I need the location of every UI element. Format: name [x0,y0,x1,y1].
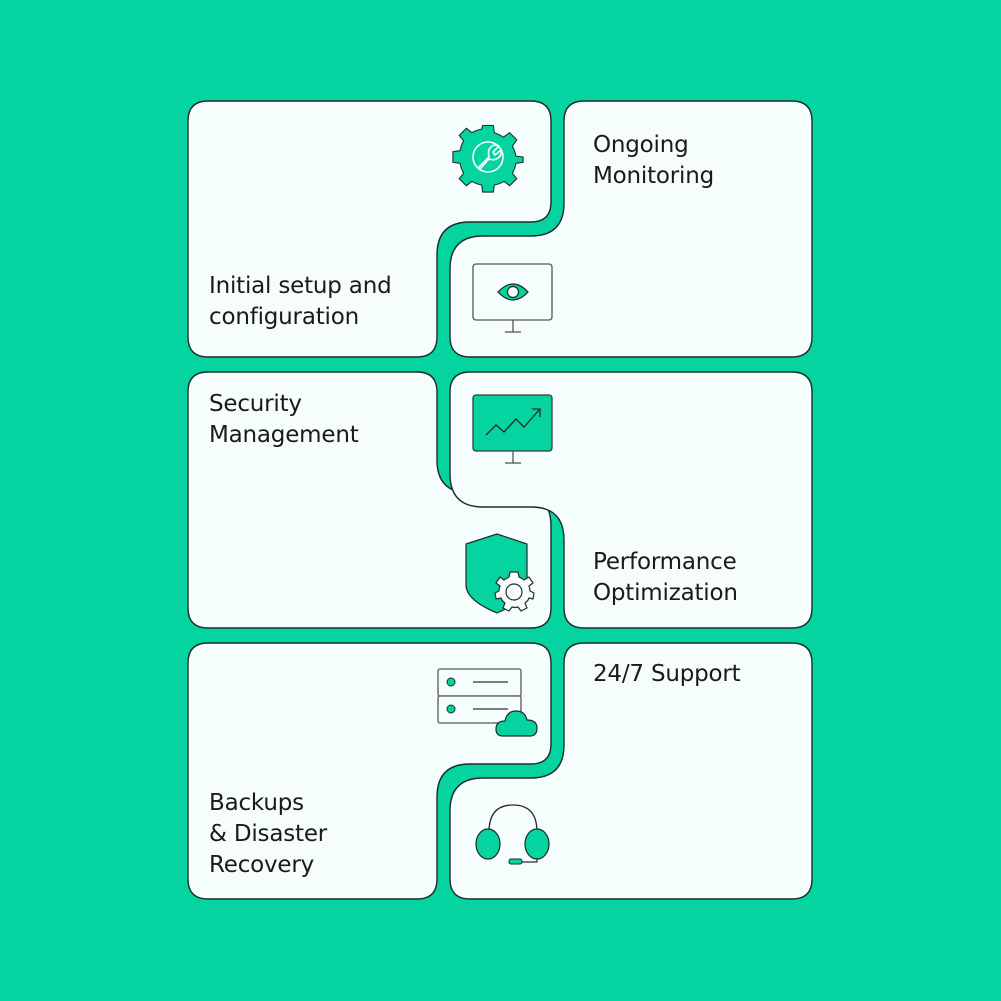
gear-wrench-icon [452,124,524,193]
server-cloud-icon [437,668,538,737]
monitor-chart-icon [472,394,553,464]
label-performance-optimization: Performance Optimization [593,549,738,606]
headset-icon [475,804,550,865]
shield-gear-icon [465,533,535,614]
label-backups: Backups & Disaster Recovery [209,790,328,878]
panel-security-management [187,371,552,629]
label-security-management: Security Management [209,391,359,448]
label-ongoing-monitoring: Ongoing Monitoring [593,132,714,189]
monitor-eye-icon [472,263,553,333]
label-support: 24/7 Support [593,661,741,687]
label-initial-setup: Initial setup and configuration [209,273,392,330]
